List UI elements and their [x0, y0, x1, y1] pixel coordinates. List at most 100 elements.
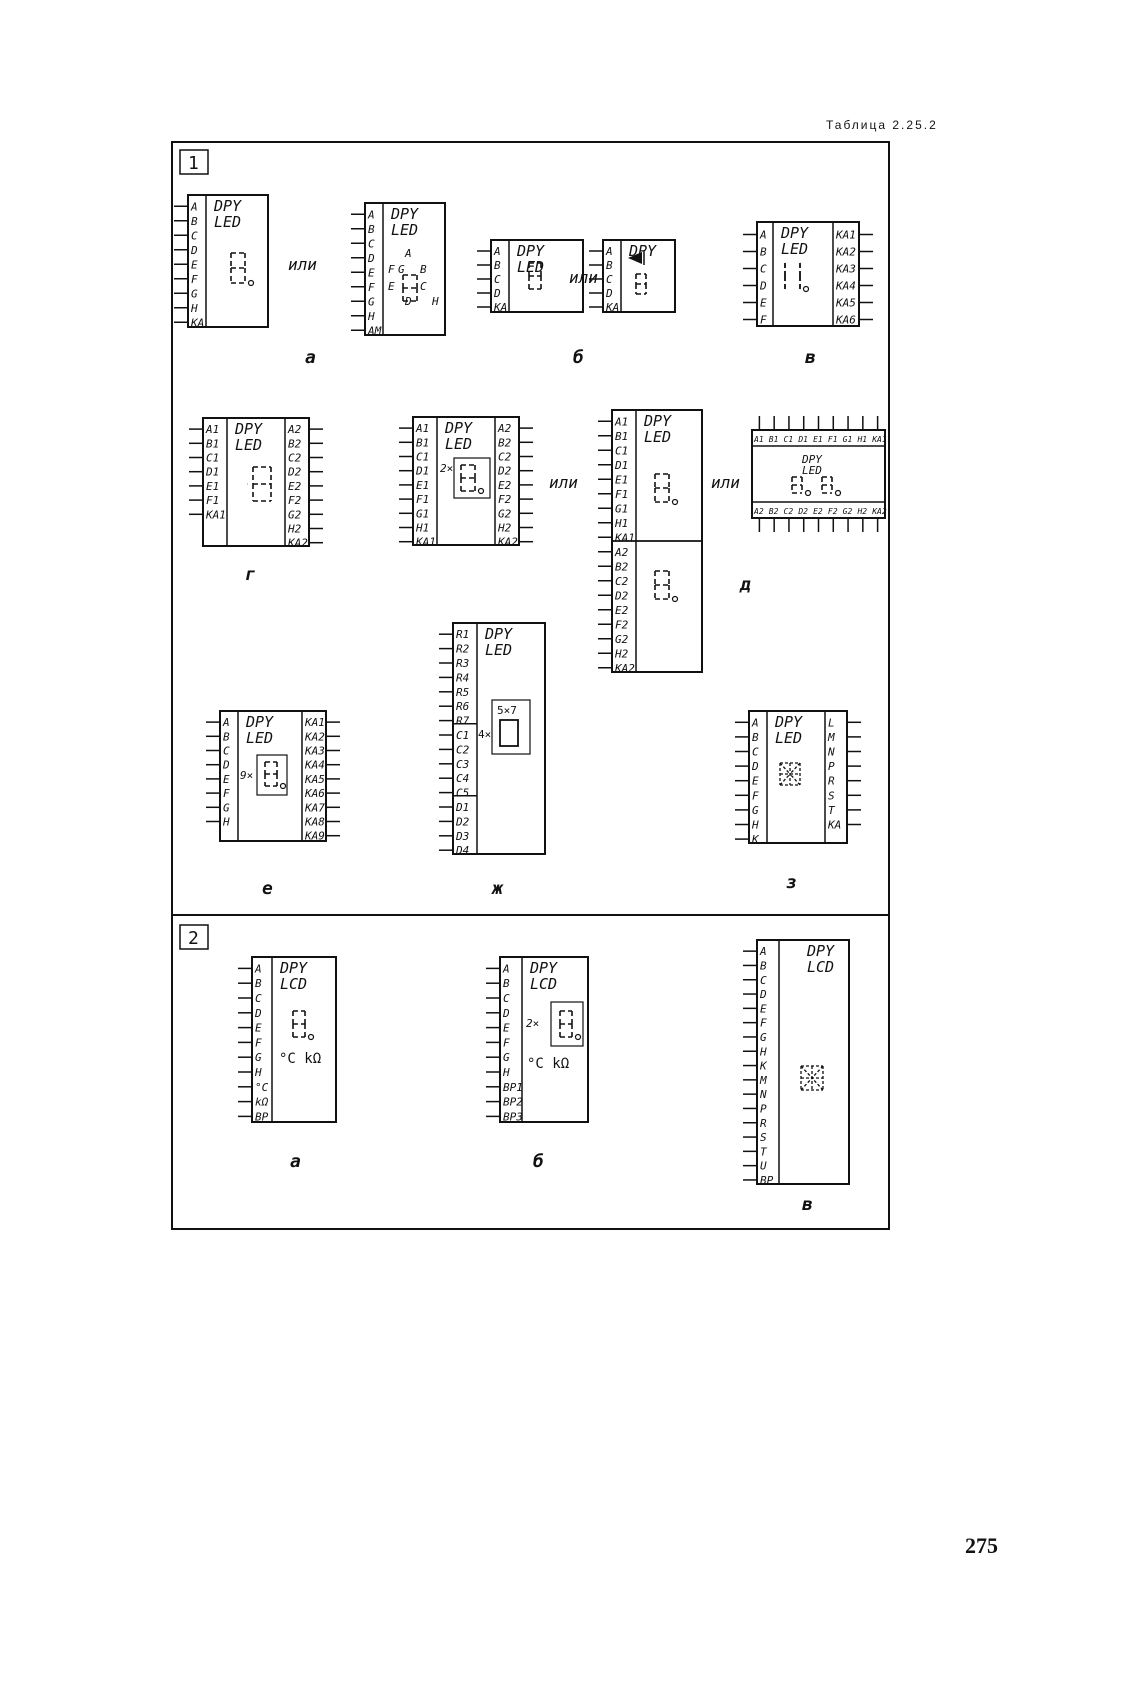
segment	[811, 1065, 824, 1079]
component-symbol	[187, 194, 269, 328]
pin-label: H	[502, 1066, 510, 1079]
pin-label: E2	[615, 604, 629, 617]
pin-label: KA2	[614, 662, 635, 675]
pin-label: A2	[497, 422, 512, 435]
pin-label: A	[190, 200, 198, 213]
pin-label: H	[759, 1045, 767, 1058]
symbol-title: LED	[235, 436, 262, 454]
digit-a1	[230, 252, 246, 284]
pin-label: G	[368, 295, 375, 308]
pin-label: H2	[856, 507, 867, 516]
group-letter: ж	[491, 878, 504, 899]
group-letter: в	[805, 347, 816, 368]
pin-label: BP3	[503, 1110, 523, 1123]
pin-label: H	[751, 819, 759, 832]
segment	[779, 773, 791, 786]
pin-label: KA4	[304, 759, 325, 772]
matrix-frame	[491, 699, 531, 755]
pin-label: A1	[614, 415, 628, 428]
pin-label: M	[759, 1074, 767, 1087]
pin-label: B	[752, 731, 759, 744]
pin-label: D	[493, 287, 501, 300]
digit-i1	[779, 762, 801, 786]
decimal-point	[247, 279, 255, 287]
section-number-box	[179, 149, 209, 175]
pin-label: G	[191, 287, 198, 300]
component-symbol	[251, 956, 337, 1123]
symbol-title: DPY	[643, 412, 672, 430]
pin-label: KA5	[835, 297, 856, 310]
digit-e1	[460, 464, 476, 492]
component-symbol	[602, 239, 676, 313]
component-symbol	[364, 202, 446, 336]
pin-label: B2	[288, 437, 302, 450]
multiplier-label: 2×	[526, 1017, 539, 1030]
pin-label: KA4	[835, 280, 856, 293]
pin-label: A	[222, 716, 230, 729]
matrix-label: 5×7	[497, 704, 517, 717]
component-symbol	[412, 416, 520, 546]
segment	[811, 1077, 824, 1091]
pin-label: H	[222, 816, 230, 829]
pin-label: C3	[456, 758, 469, 771]
pin-label: A	[254, 962, 262, 975]
pin-label: S	[828, 789, 835, 802]
symbol-title: DPY	[444, 419, 473, 437]
pin-label: B	[191, 215, 198, 228]
pin-label: F1	[416, 493, 429, 506]
symbol-title: DPY	[484, 625, 513, 643]
pin-label: E1	[416, 479, 429, 492]
pin-label: T	[828, 804, 836, 817]
pin-label: BP2	[503, 1096, 523, 1109]
pin-label: C	[223, 745, 230, 758]
digit-b1	[528, 262, 542, 290]
pin-label: B1	[769, 435, 779, 444]
pin-label: H1	[415, 522, 429, 535]
pin-label: C2	[498, 451, 512, 464]
symbol-title: DPY	[390, 205, 419, 223]
pin-label: B	[606, 259, 613, 272]
group-letter: з	[786, 872, 797, 893]
pin-label: E	[223, 773, 230, 786]
indicator-frame	[550, 1001, 584, 1047]
pin-label: R7	[456, 715, 470, 728]
pin-label: B	[255, 977, 262, 990]
symbol-title: LED	[214, 213, 241, 231]
pin-label: KA2	[287, 537, 308, 550]
pin-label: N	[827, 746, 835, 759]
digit-a2	[402, 274, 418, 302]
connector-text: или	[711, 473, 740, 492]
symbol-title: DPY	[529, 959, 558, 977]
pin-label: B1	[416, 436, 429, 449]
pin-label: C1	[206, 452, 219, 465]
decimal-point	[671, 498, 679, 506]
pin-label: °C	[255, 1081, 269, 1094]
pin-label: C1	[784, 435, 794, 444]
decimal-point	[279, 782, 287, 790]
component-symbol	[202, 417, 310, 547]
pin-label: E	[752, 775, 759, 788]
indicator-frame	[453, 457, 491, 499]
pin-label: E2	[498, 479, 512, 492]
pin-label: G	[223, 801, 230, 814]
pin-label: KA6	[304, 787, 325, 800]
pin-label: G1	[416, 507, 429, 520]
pin-label: KA2	[497, 536, 518, 549]
group-letter: а	[305, 347, 316, 368]
decimal-point	[802, 285, 810, 293]
pin-label: G1	[615, 502, 628, 515]
pin-label: C	[760, 974, 767, 987]
pin-label: A2	[614, 546, 629, 559]
component-symbol	[490, 239, 584, 313]
pin-label: D2	[287, 466, 302, 479]
pin-label: K	[751, 833, 760, 846]
multiplier-label: 2×	[440, 462, 453, 475]
pin-label: G2	[498, 507, 512, 520]
pin-label: F	[191, 273, 198, 286]
pin-label: D2	[797, 507, 808, 516]
pin-label: R2	[456, 643, 470, 656]
pin-label: G2	[615, 633, 629, 646]
pin-label: KA7	[304, 801, 325, 814]
component-symbol	[452, 622, 546, 855]
